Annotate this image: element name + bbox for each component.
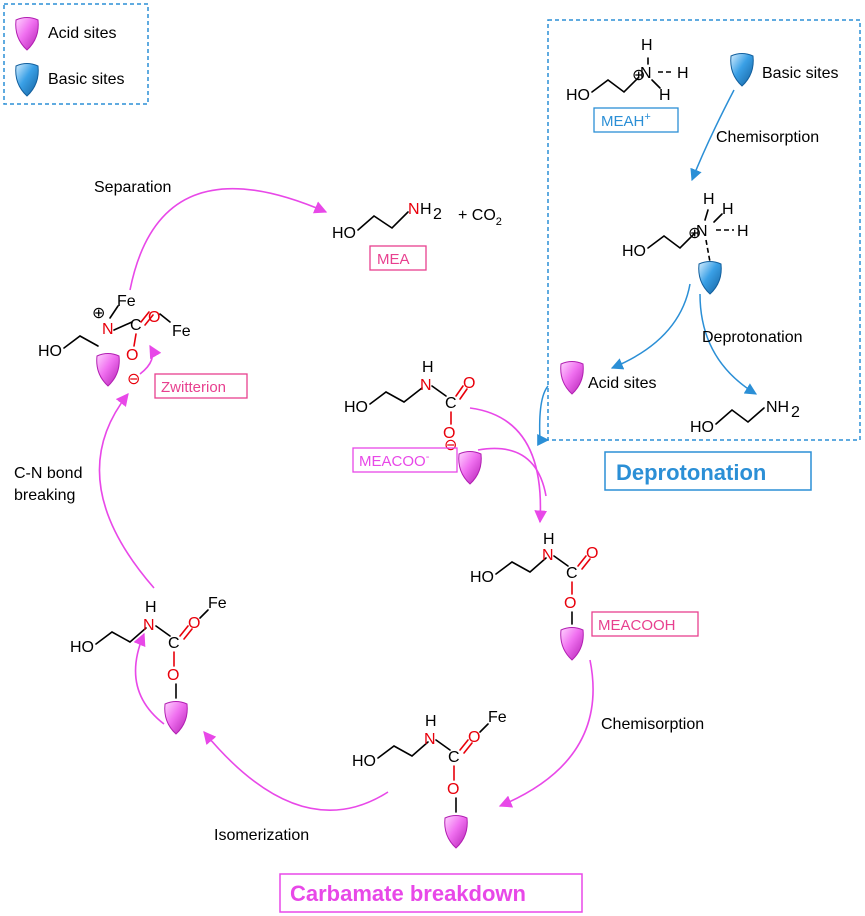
svg-text:HO: HO: [622, 243, 646, 260]
svg-text:N: N: [424, 731, 436, 748]
basic-site-icon: [698, 261, 722, 295]
svg-text:N: N: [102, 321, 114, 338]
svg-text:H: H: [420, 201, 432, 218]
mea-label: MEA: [377, 251, 410, 268]
legend-acid-label: Acid sites: [48, 25, 116, 42]
svg-text:O: O: [586, 545, 598, 562]
svg-text:O: O: [564, 595, 576, 612]
meah-adsorbed: HO ⊕ N H H H: [622, 191, 749, 295]
carbamate-bottom: HO H N C O Fe O: [352, 709, 507, 849]
svg-text:H: H: [659, 87, 671, 104]
acid-site-icon: [444, 815, 468, 849]
basic-site-icon: [730, 53, 754, 87]
svg-text:H: H: [641, 37, 653, 54]
svg-text:2: 2: [433, 206, 442, 223]
meah-label: MEAH+: [601, 111, 651, 130]
cn-bond-label-line1: C-N bond: [14, 465, 82, 482]
meacoo-molecule: HO H N C O O ⊖: [344, 359, 475, 454]
svg-text:HO: HO: [344, 399, 368, 416]
legend: Acid sites Basic sites: [3, 3, 149, 105]
meacooh-molecule: HO H N C O O: [470, 531, 598, 661]
carbamate-left: HO H N C O Fe O: [70, 595, 227, 735]
svg-text:Fe: Fe: [172, 323, 191, 340]
svg-text:C: C: [566, 565, 578, 582]
svg-text:C: C: [168, 635, 180, 652]
svg-text:H: H: [145, 599, 157, 616]
co2-label: + CO2: [458, 207, 502, 228]
svg-text:N: N: [408, 201, 420, 218]
acid-site-icon: [96, 353, 120, 387]
svg-text:⊕: ⊕: [632, 67, 645, 84]
zwitterion-molecule: HO ⊕ N Fe C O Fe O ⊖: [38, 293, 191, 388]
svg-text:HO: HO: [352, 753, 376, 770]
svg-text:⊖: ⊖: [127, 371, 140, 388]
svg-text:HO: HO: [566, 87, 590, 104]
deprotonation-step-label: Deprotonation: [702, 329, 803, 346]
svg-text:HO: HO: [332, 225, 356, 242]
svg-text:Fe: Fe: [117, 293, 136, 310]
deprotonation-box: [547, 19, 861, 441]
svg-text:HO: HO: [70, 639, 94, 656]
zwitterion-label: Zwitterion: [161, 379, 226, 396]
deprotonation-title: Deprotonation: [616, 460, 766, 485]
legend-basic-label: Basic sites: [48, 71, 124, 88]
acid-site-icon: [458, 451, 482, 485]
meacoo-label: MEACOO-: [359, 451, 430, 470]
cn-bond-label-line2: breaking: [14, 487, 75, 504]
svg-text:⊖: ⊖: [444, 437, 457, 454]
svg-text:N: N: [640, 65, 652, 82]
acid-sites-label: Acid sites: [588, 375, 656, 392]
svg-text:N: N: [143, 617, 155, 634]
svg-text:N: N: [542, 547, 554, 564]
svg-text:N: N: [420, 377, 432, 394]
svg-text:O: O: [188, 615, 200, 632]
svg-text:Fe: Fe: [208, 595, 227, 612]
mea-free: HO NH 2: [690, 399, 800, 436]
separation-label: Separation: [94, 179, 171, 196]
svg-text:C: C: [448, 749, 460, 766]
svg-text:⊕: ⊕: [688, 225, 701, 242]
svg-text:O: O: [148, 309, 160, 326]
isomerization-label: Isomerization: [214, 827, 309, 844]
acid-site-icon: [560, 627, 584, 661]
acid-site-icon: [15, 17, 39, 51]
mea-product: HO N H 2 + CO2: [332, 201, 502, 242]
basic-sites-label: Basic sites: [762, 65, 838, 82]
svg-text:Fe: Fe: [488, 709, 507, 726]
svg-text:O: O: [468, 729, 480, 746]
acid-site-icon: [164, 701, 188, 735]
svg-text:C: C: [445, 395, 457, 412]
svg-text:HO: HO: [690, 419, 714, 436]
svg-text:⊕: ⊕: [92, 305, 105, 322]
chemisorption-top-label: Chemisorption: [716, 129, 819, 146]
svg-text:H: H: [425, 713, 437, 730]
svg-text:HO: HO: [470, 569, 494, 586]
svg-text:C: C: [130, 317, 142, 334]
svg-text:NH: NH: [766, 399, 789, 416]
svg-text:O: O: [463, 375, 475, 392]
acid-site-icon: [560, 361, 584, 395]
svg-text:H: H: [722, 201, 734, 218]
svg-text:H: H: [737, 223, 749, 240]
svg-text:H: H: [543, 531, 555, 548]
meah-molecule: HO ⊕ N H H H: [566, 37, 689, 104]
svg-text:O: O: [447, 781, 459, 798]
svg-text:H: H: [422, 359, 434, 376]
svg-text:H: H: [677, 65, 689, 82]
meacooh-label: MEACOOH: [598, 617, 676, 634]
basic-site-icon: [15, 63, 39, 97]
svg-text:2: 2: [791, 404, 800, 421]
svg-text:N: N: [696, 223, 708, 240]
svg-text:O: O: [126, 347, 138, 364]
svg-text:H: H: [703, 191, 715, 208]
svg-text:O: O: [443, 425, 455, 442]
svg-text:HO: HO: [38, 343, 62, 360]
carbamate-breakdown-title: Carbamate breakdown: [290, 881, 526, 906]
svg-text:O: O: [167, 667, 179, 684]
chemisorption-right-label: Chemisorption: [601, 716, 704, 733]
